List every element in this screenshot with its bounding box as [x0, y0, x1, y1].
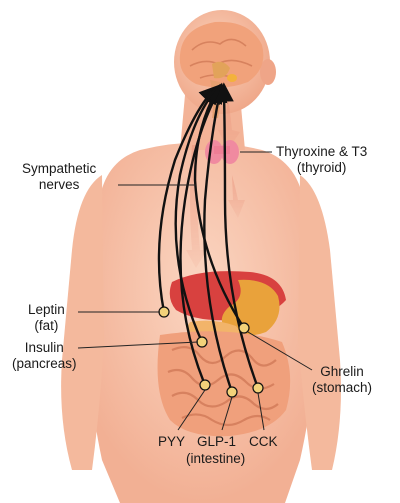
leader-lines [77, 151, 313, 431]
insulin-line2: (pancreas) [12, 356, 77, 371]
label-insulin: Insulin (pancreas) [12, 340, 77, 372]
leptin-line1: Leptin [28, 302, 65, 317]
pituitary [227, 74, 237, 82]
stomach [221, 279, 280, 336]
intestines [157, 331, 291, 437]
leader-pyy [177, 389, 206, 431]
thyroxine-line2: (thyroid) [296, 160, 347, 175]
sympathetic-line2: nerves [38, 177, 80, 192]
insulin-line1: Insulin [24, 340, 64, 355]
leader-insulin [77, 341, 199, 349]
signal-pathways [157, 82, 260, 393]
leptin-line2: (fat) [34, 318, 59, 333]
leptin-marker [158, 306, 170, 318]
label-ghrelin: Ghrelin (stomach) [312, 364, 372, 396]
pathway-cck [214, 82, 260, 389]
ghrelin-line1: Ghrelin [320, 364, 364, 379]
label-intestine: (intestine) [186, 451, 246, 466]
pathway-glp1 [203, 82, 234, 393]
ear [260, 59, 276, 85]
pathway-leptin [157, 85, 219, 313]
label-sympathetic-nerves: Sympathetic nerves [22, 161, 96, 193]
pyy-marker [199, 379, 211, 391]
label-leptin: Leptin (fat) [28, 302, 65, 334]
right-arm [298, 175, 341, 470]
ghrelin-line2: (stomach) [312, 380, 373, 395]
insulin-marker [196, 336, 208, 348]
glp1-marker [226, 386, 238, 398]
ghrelin-marker [238, 322, 250, 334]
label-glp1: GLP-1 [197, 434, 237, 449]
label-thyroxine: Thyroxine & T3 (thyroid) [276, 144, 367, 176]
pathway-insulin [174, 84, 220, 343]
leader-ghrelin [247, 331, 313, 371]
label-cck: CCK [249, 434, 278, 449]
brain [179, 21, 264, 88]
leader-cck [257, 392, 265, 431]
hormone-markers [158, 306, 264, 398]
leader-glp1 [221, 396, 233, 431]
left-arm [61, 175, 104, 470]
label-pyy: PYY [158, 434, 186, 449]
pathway-pyy [179, 83, 223, 386]
hypothalamus [212, 61, 230, 79]
sympathetic-line1: Sympathetic [22, 161, 97, 176]
pathway-ghrelin [193, 83, 246, 329]
thyroxine-line1: Thyroxine & T3 [276, 144, 368, 159]
cck-marker [252, 382, 264, 394]
